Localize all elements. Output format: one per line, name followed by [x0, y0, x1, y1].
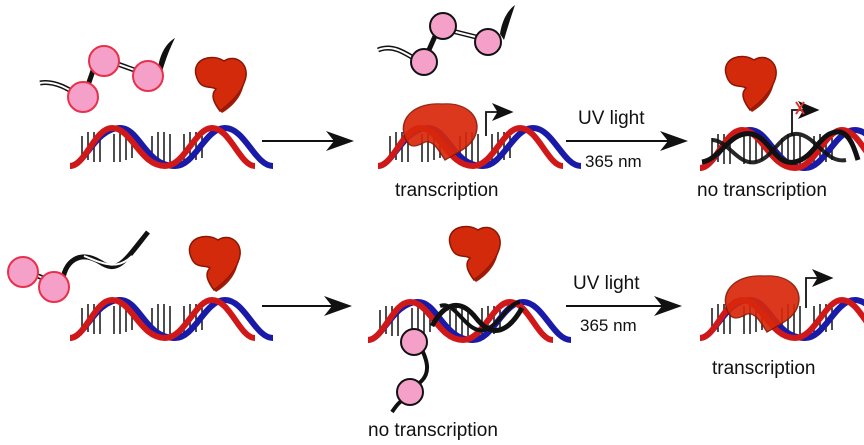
photoswitch-oligo-trans-released	[377, 5, 515, 76]
photoswitch-oligo-cis-bottom-left	[7, 230, 150, 303]
protein-bound-dna-b	[724, 275, 800, 333]
uv-label-bottom: UV light	[573, 273, 640, 294]
bound-oligo-strand	[701, 129, 861, 165]
caption-top-middle: transcription	[395, 180, 499, 201]
transcription-factor-protein-b	[188, 235, 241, 293]
caption-bottom-middle: no transcription	[368, 420, 498, 441]
blocked-transcription-arrow	[791, 101, 820, 136]
transcription-factor-protein	[194, 56, 247, 114]
transcription-factor-protein-unbound	[724, 55, 777, 113]
protein-bound-dna	[402, 103, 478, 161]
transcription-start-arrow	[485, 103, 514, 136]
dna-double-helix	[70, 128, 273, 166]
bound-oligo-strand-b	[429, 302, 525, 333]
transcription-factor-protein-unbound-b	[448, 225, 501, 283]
dna-triplex-b	[368, 302, 571, 340]
wavelength-label-top: 365 nm	[585, 152, 642, 171]
dna-double-helix-b	[70, 300, 273, 338]
transcription-start-arrow-b	[805, 269, 834, 308]
caption-top-right: no transcription	[697, 180, 827, 201]
photoswitch-oligo-cis-bound	[390, 328, 429, 414]
photoswitch-oligo-trans-top-left	[39, 38, 175, 113]
caption-bottom-right: transcription	[712, 358, 816, 379]
uv-label-top: UV light	[578, 108, 645, 129]
wavelength-label-bottom: 365 nm	[580, 316, 637, 335]
inhibition-x-icon	[795, 101, 805, 115]
